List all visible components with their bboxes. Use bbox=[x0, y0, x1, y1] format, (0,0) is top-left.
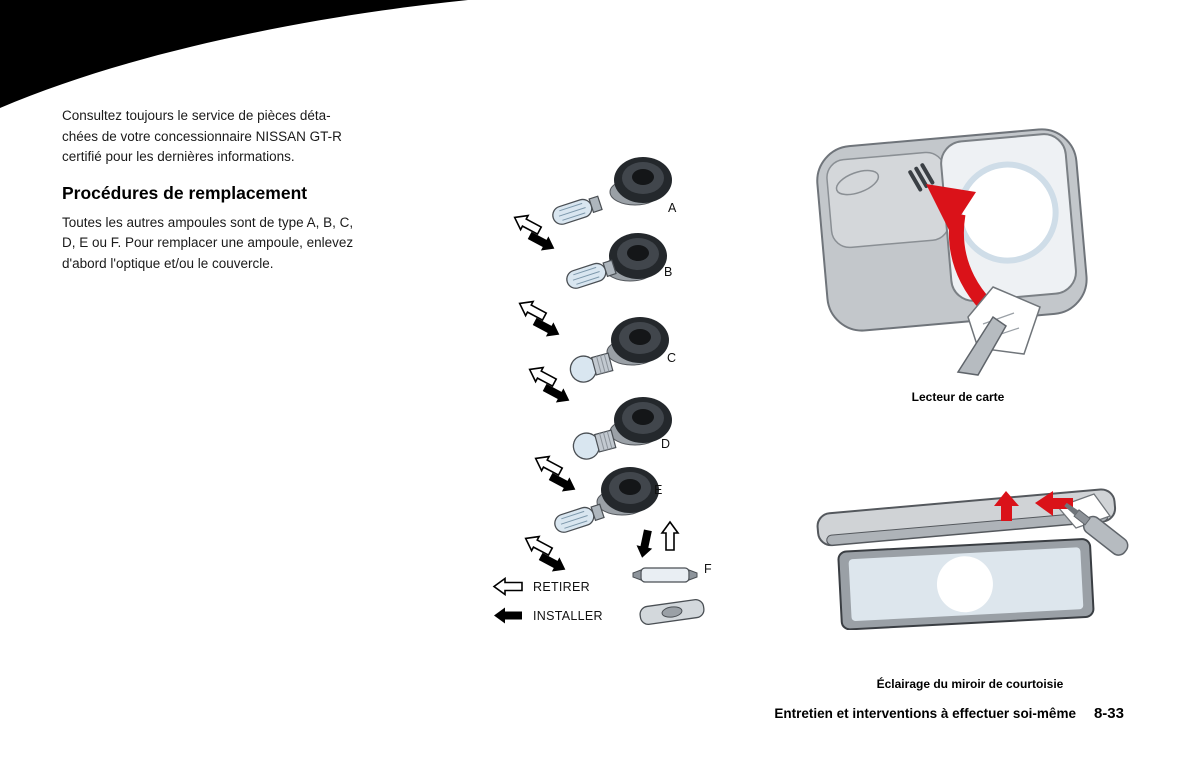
vanity-mirror-caption: Éclairage du miroir de courtoisie bbox=[876, 677, 1064, 691]
remove-arrow-icon bbox=[493, 577, 523, 596]
pry-left-arrow-icon bbox=[1035, 491, 1073, 516]
bulb-label-d: D bbox=[661, 437, 671, 451]
install-arrow-icon bbox=[634, 528, 656, 560]
vent-grille-icon bbox=[908, 163, 935, 192]
mirror-icon bbox=[837, 538, 1095, 631]
footer-page-number: 8-33 bbox=[1093, 705, 1124, 722]
bulb-holder-icon bbox=[639, 599, 705, 625]
vanity-mirror-illustration bbox=[816, 488, 1129, 631]
bulb-label-e: E bbox=[654, 483, 663, 497]
legend-install-label: INSTALLER bbox=[533, 608, 603, 623]
procedure-paragraph: Toutes les autres ampoules sont de type … bbox=[62, 214, 354, 271]
corner-decoration bbox=[0, 0, 468, 108]
section-heading: Procédures de remplacement bbox=[62, 182, 308, 203]
install-arrow-icon bbox=[546, 469, 580, 497]
bulb-label-c: C bbox=[667, 351, 677, 365]
install-arrow-icon bbox=[525, 228, 559, 256]
footer-chapter-title: Entretien et interventions à effectuer s… bbox=[774, 706, 1076, 721]
bulb-f-icon bbox=[632, 567, 698, 583]
page-footer: Entretien et interventions à effectuer s… bbox=[774, 705, 1124, 722]
install-arrow-icon bbox=[536, 549, 570, 577]
install-arrow-icon bbox=[530, 314, 564, 342]
bulb-c-icon bbox=[566, 348, 615, 386]
legend-install: INSTALLER bbox=[492, 606, 603, 625]
legend-remove-label: RETIRER bbox=[533, 579, 590, 594]
remove-arrow-icon bbox=[525, 361, 559, 391]
bulb-label-b: B bbox=[664, 265, 673, 279]
install-arrow-icon bbox=[540, 380, 574, 408]
screwdriver-icon bbox=[1064, 502, 1129, 556]
vanity-mirror-figure bbox=[810, 485, 1130, 635]
pry-up-arrow-icon bbox=[994, 491, 1019, 521]
legend-remove: RETIRER bbox=[492, 577, 590, 596]
remove-arrow-icon bbox=[661, 521, 679, 551]
remove-arrow-icon bbox=[515, 295, 549, 325]
install-arrow-icon bbox=[494, 607, 522, 624]
remove-arrow-icon bbox=[510, 209, 544, 239]
bulb-b-icon bbox=[563, 257, 618, 292]
bulb-diagram-illustration bbox=[510, 156, 705, 625]
bulb-a-icon bbox=[549, 193, 604, 228]
map-light-figure: Lecteur de carte bbox=[808, 112, 1108, 404]
map-light-illustration bbox=[816, 128, 1088, 376]
map-light-caption: Lecteur de carte bbox=[911, 390, 1005, 404]
bulb-label-f: F bbox=[704, 562, 712, 576]
socket-c-icon bbox=[606, 316, 670, 366]
remove-arrow-icon bbox=[531, 450, 565, 480]
tool-handle-icon bbox=[956, 315, 1007, 376]
text-column: Consultez toujours le service de pièces … bbox=[62, 106, 410, 274]
socket-e-icon bbox=[596, 466, 660, 516]
bulb-e-icon bbox=[551, 501, 606, 536]
intro-paragraph: Consultez toujours le service de pièces … bbox=[62, 108, 342, 164]
bulb-label-a: A bbox=[668, 201, 677, 215]
socket-a-icon bbox=[609, 156, 673, 206]
remove-arrow-icon bbox=[521, 530, 555, 560]
bulb-d-icon bbox=[569, 425, 618, 463]
